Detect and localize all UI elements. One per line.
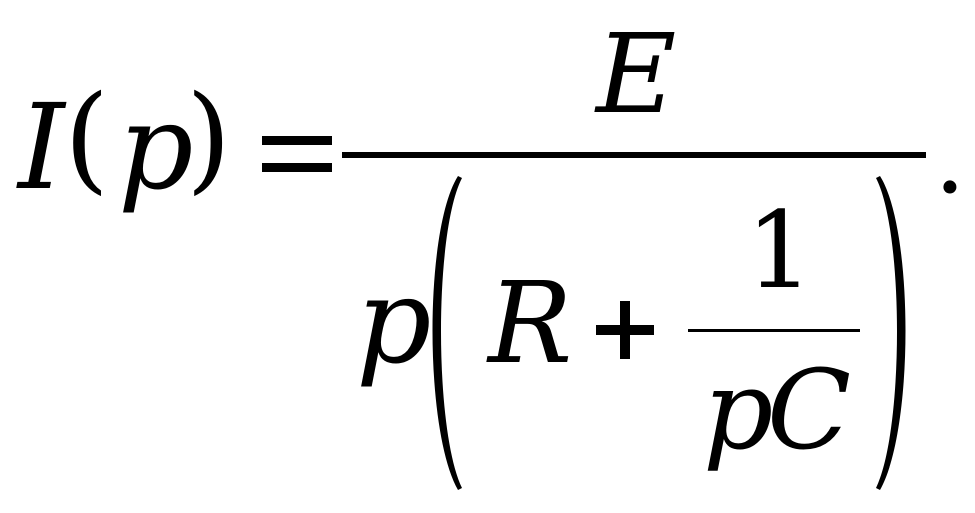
inner-fraction-bar — [688, 329, 860, 332]
lhs-open-paren: ( — [64, 71, 109, 206]
numerator: E — [594, 10, 676, 138]
large-open-paren — [432, 176, 462, 490]
trailing-period: . — [934, 99, 966, 216]
inner-numerator: 1 — [746, 189, 813, 312]
denominator-R: R — [486, 259, 572, 389]
equals-text: = — [262, 179, 263, 181]
inner-denominator-p: p — [703, 346, 773, 474]
main-fraction-bar — [342, 152, 926, 158]
equals-sign — [262, 136, 332, 172]
denominator-variable: p — [356, 252, 432, 390]
lhs-close-paren: ) — [186, 71, 231, 206]
plus-text: + — [600, 349, 601, 351]
lhs-variable: p — [118, 78, 194, 216]
inner-denominator-C: C — [767, 346, 851, 474]
lhs-function-symbol: I — [16, 78, 67, 216]
large-close-paren — [876, 176, 906, 490]
plus-sign — [596, 301, 654, 359]
